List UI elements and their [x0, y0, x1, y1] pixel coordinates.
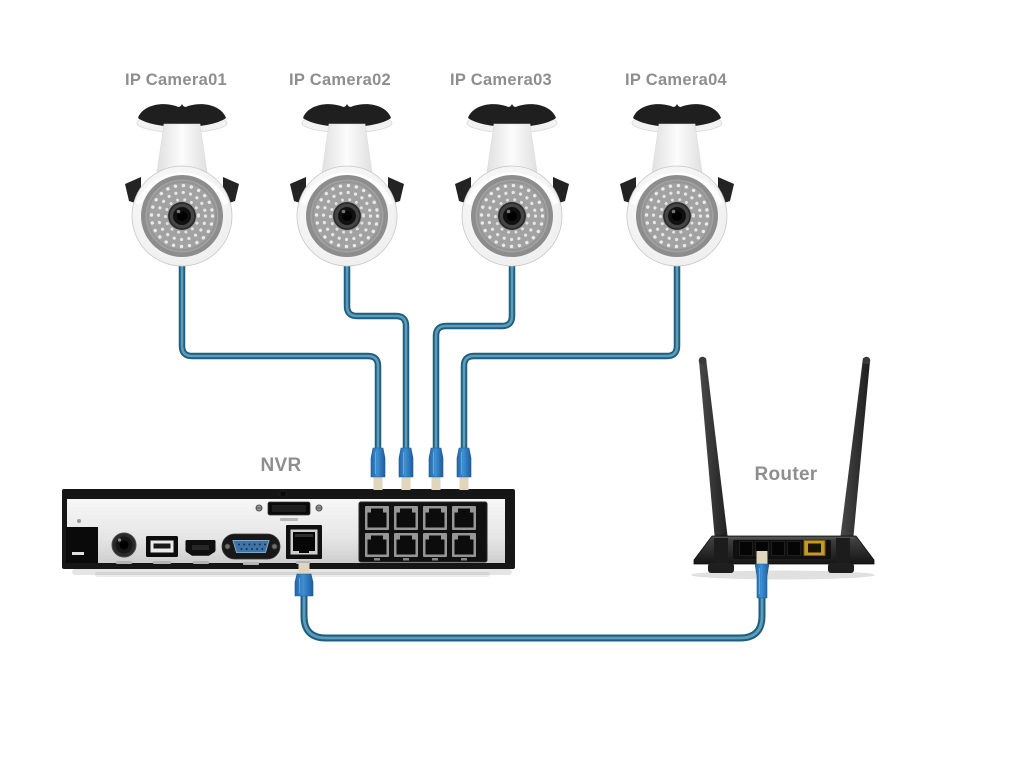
rj45-connector-router — [754, 551, 770, 599]
hdmi-port — [185, 540, 216, 564]
cable-camera3-to-nvr — [432, 258, 516, 452]
usb-port — [146, 536, 178, 564]
rj45-connector-1 — [370, 447, 386, 490]
router-lan-ports — [739, 541, 801, 556]
ip-camera-1 — [125, 104, 239, 266]
poe-port-numbers — [374, 558, 467, 561]
rj45-connector-2 — [398, 447, 414, 490]
vga-port — [221, 533, 281, 565]
router-label: Router — [754, 464, 818, 485]
cable-camera2-to-nvr — [343, 258, 410, 452]
router-body — [693, 535, 875, 573]
rj45-connectors-into-nvr — [294, 447, 472, 597]
ethernet-cables — [178, 258, 766, 642]
camera-2-label: IP Camera02 — [288, 71, 392, 89]
rj45-connector-4 — [456, 447, 472, 490]
nvr-label: NVR — [260, 455, 302, 476]
poe-port-block — [358, 501, 488, 563]
cable-nvr-to-router — [300, 592, 766, 642]
nvr-device — [62, 489, 515, 577]
router-antenna-left — [698, 356, 729, 552]
router-device — [691, 356, 875, 599]
poe-ports — [365, 506, 476, 557]
ip-camera-3 — [455, 104, 569, 266]
cable-camera4-to-nvr — [460, 258, 681, 452]
camera-4-label: IP Camera04 — [624, 71, 728, 89]
wan-port — [803, 540, 826, 556]
ip-camera-4 — [620, 104, 734, 266]
audio-jack — [111, 532, 137, 564]
nvr-top-esata-port — [255, 490, 323, 521]
rj45-connector-nvr-lan — [294, 563, 314, 597]
router-antenna-right — [839, 356, 871, 552]
ip-camera-2 — [290, 104, 404, 266]
camera-1-label: IP Camera01 — [124, 71, 228, 89]
rj45-connector-3 — [428, 447, 444, 490]
camera-3-label: IP Camera03 — [449, 71, 553, 89]
lan-port — [286, 525, 322, 564]
dc-power-port — [66, 519, 98, 563]
cable-camera1-to-nvr — [178, 258, 382, 452]
